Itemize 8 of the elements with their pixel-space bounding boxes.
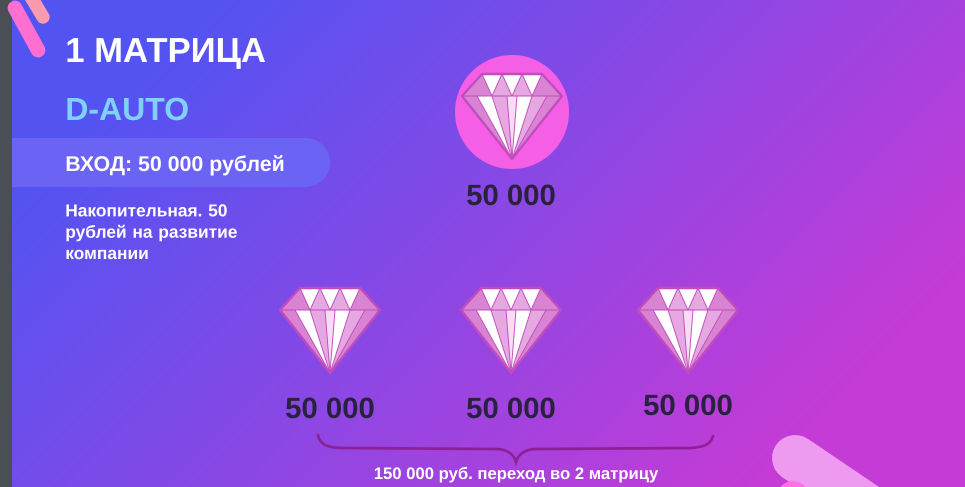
amount-label: 50 000 bbox=[467, 398, 555, 418]
amount-label: 50 000 bbox=[467, 184, 555, 206]
amount-label: 50 000 bbox=[286, 398, 374, 418]
heading: 1 МАТРИЦА bbox=[67, 38, 266, 69]
amount-label: 50 000 bbox=[644, 394, 732, 416]
caption: 150 000 руб. переход во 2 матрицу bbox=[374, 466, 658, 482]
pill-banner: ВХОД: 50 000 рублей bbox=[12, 138, 330, 187]
paragraph: Накопительная. 50 рублей на развитие компании bbox=[66, 204, 237, 260]
